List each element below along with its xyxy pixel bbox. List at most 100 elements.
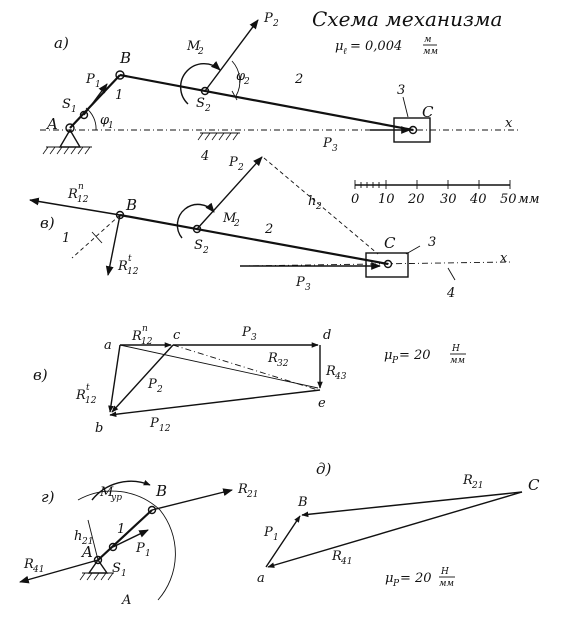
svg-text:3: 3	[305, 283, 311, 293]
svg-text:= 20: = 20	[400, 571, 432, 586]
svg-text:1: 1	[71, 105, 77, 115]
svg-text:2: 2	[156, 385, 163, 395]
vector-p1-polygon-d	[265, 515, 301, 568]
force-r12t-arrow-b	[105, 214, 121, 276]
svg-text:A: A	[80, 543, 93, 561]
force-r12n-arrow-b	[29, 197, 121, 216]
svg-text:c: c	[173, 328, 181, 343]
svg-text:2: 2	[197, 47, 204, 57]
svg-text:ℓ: ℓ	[343, 47, 347, 57]
force-p1-arrow-g	[112, 529, 149, 548]
svg-text:21: 21	[246, 490, 258, 500]
svg-text:R: R	[331, 549, 342, 564]
svg-text:3: 3	[251, 333, 257, 343]
moment-m2-arc-b	[176, 202, 215, 239]
link2-label-a: 2	[294, 72, 303, 87]
svg-text:P: P	[228, 155, 238, 170]
svg-text:50: 50	[500, 192, 517, 207]
link4-label-a: 4	[200, 149, 209, 164]
svg-text:1: 1	[117, 522, 125, 537]
force-p2-arrow-a	[204, 19, 259, 92]
svg-text:= 0,004: = 0,004	[350, 39, 402, 54]
svg-text:B: B	[155, 482, 167, 500]
svg-text:12: 12	[127, 267, 139, 277]
vector-p12-polygon	[109, 389, 321, 418]
svg-text:h: h	[74, 529, 82, 544]
svg-text:P: P	[295, 275, 305, 290]
moment-m2-arc-a	[179, 61, 221, 105]
svg-text:A: A	[121, 593, 131, 608]
joint-A-label-a: A	[45, 115, 58, 133]
connecting-rod-2-a	[119, 73, 414, 132]
force-p2-arrow-b	[196, 156, 263, 230]
svg-text:1: 1	[62, 231, 70, 246]
svg-text:M: M	[99, 485, 114, 500]
svg-text:x: x	[500, 251, 508, 266]
svg-text:41: 41	[32, 565, 44, 575]
diagram-title: Схема механизма	[312, 7, 502, 31]
vector-r12t-polygon	[108, 344, 121, 413]
ground-hatch-mid	[197, 132, 239, 141]
section-v-force-polygon: в) a c d e b P 3 R 32 R 43 P 2 P 12 R 12…	[33, 324, 466, 436]
svg-text:0: 0	[351, 192, 359, 207]
svg-text:12: 12	[77, 195, 89, 205]
svg-text:мм: мм	[423, 47, 438, 57]
connecting-rod-2-b	[119, 213, 389, 266]
joint-B-label-b: B	[125, 196, 137, 214]
force-r21-arrow-g	[151, 488, 233, 511]
section-d-tag: д)	[316, 460, 332, 478]
svg-text:43: 43	[334, 372, 347, 382]
svg-text:3: 3	[428, 235, 436, 250]
force-P3-label-a: P	[322, 136, 332, 151]
svg-text:2: 2	[243, 77, 250, 87]
svg-text:40: 40	[469, 192, 487, 207]
svg-text:μ: μ	[384, 348, 392, 363]
svg-text:10: 10	[378, 192, 395, 207]
link1-label-a: 1	[115, 88, 123, 103]
svg-text:30: 30	[440, 192, 457, 207]
svg-text:P: P	[391, 356, 399, 366]
svg-text:1: 1	[273, 533, 279, 543]
section-g-tag: г)	[41, 488, 55, 506]
svg-text:2: 2	[233, 219, 240, 229]
svg-text:Н: Н	[440, 567, 449, 577]
svg-text:20: 20	[407, 192, 425, 207]
angle-phi1-arc-a	[85, 107, 97, 131]
ground-hatch-a	[42, 146, 91, 155]
svg-text:n: n	[142, 324, 148, 334]
svg-text:B: B	[297, 495, 308, 510]
joint-C-label-a: C	[422, 103, 434, 121]
svg-text:Н: Н	[451, 344, 460, 354]
svg-text:мм: мм	[439, 579, 454, 589]
svg-text:1: 1	[95, 80, 101, 90]
svg-text:R: R	[23, 557, 34, 572]
svg-text:μ: μ	[335, 39, 343, 54]
vector-p2-polygon	[111, 344, 174, 413]
svg-text:2: 2	[204, 104, 211, 114]
joint-C-label-b: C	[384, 234, 396, 252]
length-scale: μ ℓ = 0,004 м мм	[335, 35, 438, 57]
svg-text:R: R	[237, 482, 248, 497]
section-a-mechanism-scheme: а) x 4	[40, 11, 520, 164]
angle-phi2-label-a: φ	[236, 69, 246, 84]
svg-text:2: 2	[315, 202, 322, 212]
svg-text:2: 2	[272, 19, 279, 29]
svg-text:R: R	[131, 329, 142, 344]
vector-r21-polygon-d	[301, 491, 523, 518]
section-g-crank-analysis: г) M ур B A S 1 R 21 R 41 P	[19, 480, 258, 608]
svg-text:b: b	[95, 421, 103, 436]
center-S1-label-a: S	[62, 97, 71, 112]
svg-text:= 20: = 20	[399, 348, 431, 363]
svg-text:1: 1	[145, 549, 151, 559]
svg-text:n: n	[78, 182, 84, 192]
svg-text:S: S	[194, 238, 203, 253]
svg-text:1: 1	[108, 121, 114, 131]
center-S2-label-a: S	[196, 96, 205, 111]
section-a-tag: а)	[54, 34, 69, 52]
moment-M2-label-a: M	[186, 39, 201, 54]
svg-text:2: 2	[237, 163, 244, 173]
svg-text:1: 1	[121, 569, 127, 579]
svg-text:R: R	[75, 388, 86, 403]
angle-phi1-label-a: φ	[100, 113, 110, 128]
